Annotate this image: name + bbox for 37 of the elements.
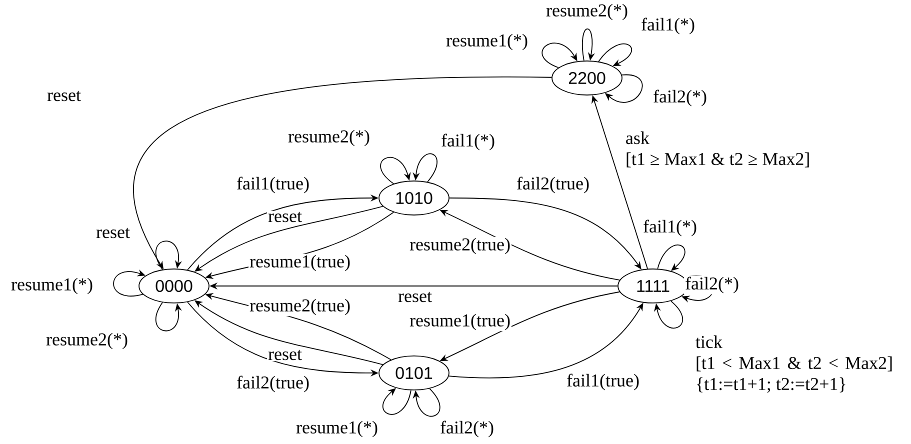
edge-label: reset [46,90,82,102]
edge-label: fail1(*) [440,132,496,152]
edge-label: fail2(*) [684,276,740,294]
edge-label: resume2(*) [545,2,629,22]
edge-label: resume2(*) [45,332,129,350]
edge-label: reset [95,226,131,240]
arrow [449,198,642,270]
edge-label: fail1(*) [642,218,698,238]
edge-label: tick [t1 < Max1 & t2 < Max2] {t1:=t1+1; t2:=t2+1} [696,335,892,393]
self-loop-arrow [412,388,440,417]
self-loop-arrow [657,244,686,271]
self-loop-arrow [654,300,683,328]
edge-label: fail2(true) [516,176,590,194]
edge-label: fail2(true) [236,374,310,394]
edge-label: resume2(*) [287,128,371,148]
edge-label: ask [t1 ≥ Max1 & t2 ≥ Max2] [626,131,809,168]
self-loop-arrow [380,157,411,184]
edge-label: reset [397,290,433,304]
self-loop-arrow [542,42,578,68]
edge-label: resume1(true) [408,312,512,332]
edge-label: fail2(*) [439,420,495,438]
edge-label: fail2(*) [652,88,708,108]
edge-label: reset [267,210,303,224]
edge-label: fail1(true) [236,176,310,194]
edge-label: resume2(true) [408,236,512,256]
edge-label: fail1(true) [566,372,640,392]
edge-label: resume1(*) [295,420,379,438]
edge-label: resume1(true) [248,254,352,272]
self-loop-arrow [156,240,182,270]
self-loop-arrow [582,28,595,62]
edge-label: resume2(true) [248,298,352,316]
edge-label: resume1(*) [445,32,529,52]
self-loop-arrow [598,44,632,66]
edge-label: fail1(*) [640,16,696,36]
edge-label: reset [267,348,303,362]
self-loop-arrow [382,388,412,415]
edge-label: resume1(*) [10,276,94,296]
